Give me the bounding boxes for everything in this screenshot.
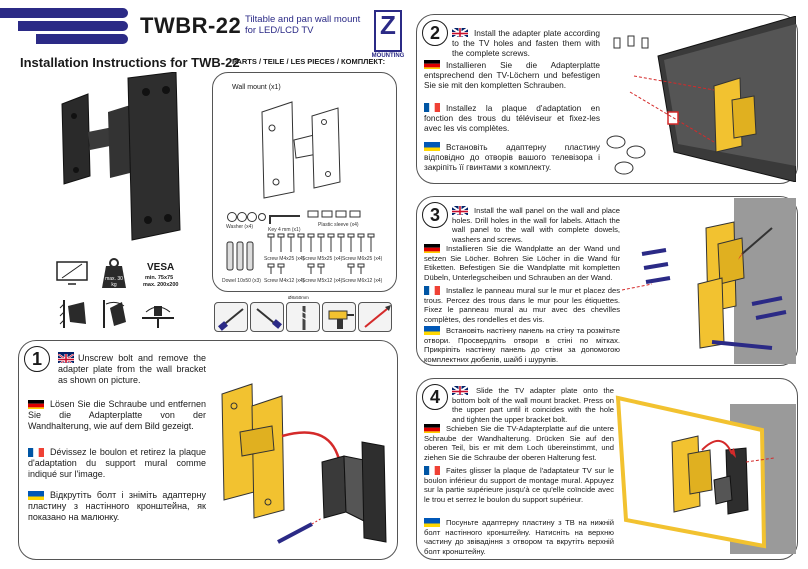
- parts-washers: [227, 212, 266, 222]
- flag-ua-icon: [424, 140, 440, 151]
- weight-icon: [102, 258, 126, 288]
- parts-dowels: [226, 241, 254, 271]
- tool-screwdriver-phillips: [214, 302, 248, 332]
- parts-wall-mount-drawing: [261, 101, 341, 199]
- vesa-max: max. 200x200: [143, 282, 179, 288]
- step-1-number: 1: [24, 346, 50, 372]
- step-3-text-fr: Installez le panneau mural sur le mur et…: [424, 286, 620, 324]
- step-4-text-fr: Faites glisser la plaque de l'adaptateur…: [424, 466, 614, 504]
- step-1-text-fr: Dévissez le boulon et retirez la plaque …: [28, 447, 206, 479]
- header-stripe-2: [18, 21, 128, 31]
- step-3-number: 3: [422, 202, 448, 228]
- wall-tilt-icon: [59, 300, 86, 328]
- parts-screws-row-1: [267, 233, 375, 252]
- step-4-number: 4: [422, 384, 448, 410]
- model-title: TWBR-22: [140, 13, 242, 38]
- flag-ua-icon: [28, 489, 44, 500]
- label-plastic-sleeve: Plastic sleeve (x4): [318, 222, 359, 228]
- step-2-text-fr: Installez la plaque d'adaptation en fonc…: [424, 103, 600, 133]
- label-dowel: Dowel 10x50 (x3): [222, 278, 261, 284]
- label-screw-m5x12: Screw M5x12 (x4): [302, 278, 343, 284]
- parts-box: [212, 72, 397, 292]
- flag-fr-icon: [28, 446, 44, 457]
- flag-de-icon: [424, 58, 440, 69]
- step-2-text-en: Install the adapter plate according to t…: [452, 28, 600, 58]
- tool-level: [358, 302, 392, 332]
- label-screw-m6x12: Screw M6x12 (x4): [342, 278, 383, 284]
- product-photo: [61, 72, 181, 241]
- step-4-box: [416, 378, 798, 560]
- step-2-text-de: Installieren Sie die Adapterplatte entsp…: [424, 60, 600, 90]
- tool-drill-bit: [286, 302, 320, 332]
- step-1-illustration: [221, 383, 387, 544]
- flag-de-icon: [424, 422, 440, 433]
- tool-drill: [322, 302, 356, 332]
- step-2-illustration: [606, 16, 796, 182]
- flag-uk-icon: [452, 384, 468, 395]
- flag-de-icon: [424, 242, 440, 253]
- label-washer: Washer (x4): [226, 224, 254, 230]
- vesa-min: min. 75x75: [145, 275, 174, 281]
- step-1-text-ua: Відкрутіть болт і зніміть адаптерну плас…: [28, 490, 206, 522]
- step-2-number: 2: [422, 20, 448, 46]
- flag-ua-icon: [424, 516, 440, 527]
- parts-plastic-sleeves: [307, 210, 361, 218]
- flag-uk-icon: [452, 204, 468, 215]
- vesa-title: VESA: [147, 262, 175, 273]
- flag-uk-icon: [452, 26, 468, 37]
- step-4-text-en: Slide the TV adapter plate onto the bott…: [452, 386, 614, 424]
- label-screw-m4x12: Screw M4x12 (x4): [264, 278, 305, 284]
- brand-logo-letter: Z: [380, 10, 396, 40]
- label-screw-m6x25: Screw M6x25 (x4): [342, 256, 383, 262]
- step-1-text-en: Unscrew bolt and remove the adapter plat…: [58, 353, 206, 385]
- tool-screwdriver: [250, 302, 284, 332]
- tagline: Tiltable and pan wall mount for LED/LCD …: [245, 14, 361, 36]
- step-4-illustration: [615, 395, 796, 554]
- power-drill-icon: [328, 310, 354, 329]
- step-1-box: [18, 340, 398, 560]
- flag-fr-icon: [424, 101, 440, 112]
- step-2-box: [416, 14, 798, 184]
- flag-fr-icon: [424, 464, 440, 475]
- brand-logo-subtitle: MOUNTING: [371, 53, 405, 59]
- step-4-text-ua: Посуньте адаптерну пластину з ТВ на нижн…: [424, 518, 614, 556]
- header-stripe-1: [0, 8, 128, 18]
- weight-label: max. 30 kg: [105, 276, 123, 288]
- step-3-illustration: [622, 198, 796, 364]
- instructions-title: Installation Instructions for TWB-22: [20, 55, 240, 70]
- step-1-text-de: Lösen Sie die Schraube und entfernen Sie…: [28, 399, 206, 431]
- label-screw-m4x25: Screw M4x25 (x4): [264, 256, 305, 262]
- screwdriver-icon: [218, 308, 244, 331]
- flag-de-icon: [28, 398, 44, 409]
- parts-wall-mount-label: Wall mount (x1): [232, 84, 281, 91]
- flag-ua-icon: [424, 324, 440, 335]
- step-2-text-ua: Встановіть адаптерну пластину відповідно…: [424, 142, 600, 172]
- step-3-box: [416, 196, 798, 366]
- parts-screws-row-2: [267, 263, 365, 274]
- step-3-text-ua: Встановіть настінну панель на стіну та р…: [424, 326, 620, 364]
- label-screw-m5x25: Screw M5x25 (x4): [302, 256, 343, 262]
- flag-fr-icon: [424, 284, 440, 295]
- label-key: Key 4 mm (x1): [268, 227, 301, 233]
- screwdriver-icon: [256, 308, 282, 329]
- drill-size-label: Ø8x50mm: [288, 295, 309, 300]
- parts-title: PARTS / TEILE / LES PIECES / КОМПЛЕКТ:: [232, 57, 386, 66]
- brand-logo-frame: [374, 10, 402, 52]
- step-3-text-de: Installieren Sie die Wandplatte an der W…: [424, 244, 620, 282]
- tilt-angle-icon: [103, 300, 126, 328]
- drill-bit-icon: [300, 306, 308, 330]
- pencil-level-icon: [364, 305, 391, 328]
- step-4-text-de: Schieben Sie die TV-Adapterplatte auf di…: [424, 424, 614, 462]
- header-stripe-3: [36, 34, 128, 44]
- flag-uk-icon: [58, 352, 74, 363]
- parts-key: [269, 215, 300, 224]
- step-3-text-en: Install the wall panel on the wall and p…: [452, 206, 620, 244]
- swivel-icon: [142, 306, 174, 328]
- tv-size-icon: [56, 261, 88, 285]
